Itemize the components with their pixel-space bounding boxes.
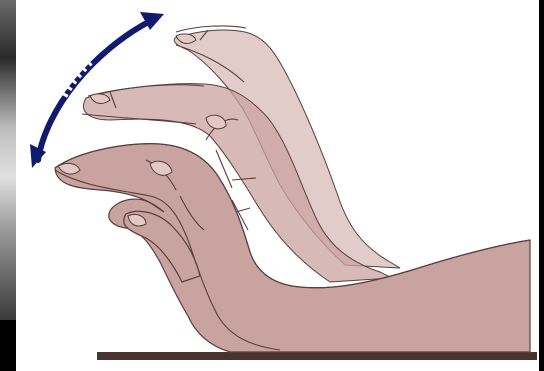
table-surface [97, 352, 537, 360]
